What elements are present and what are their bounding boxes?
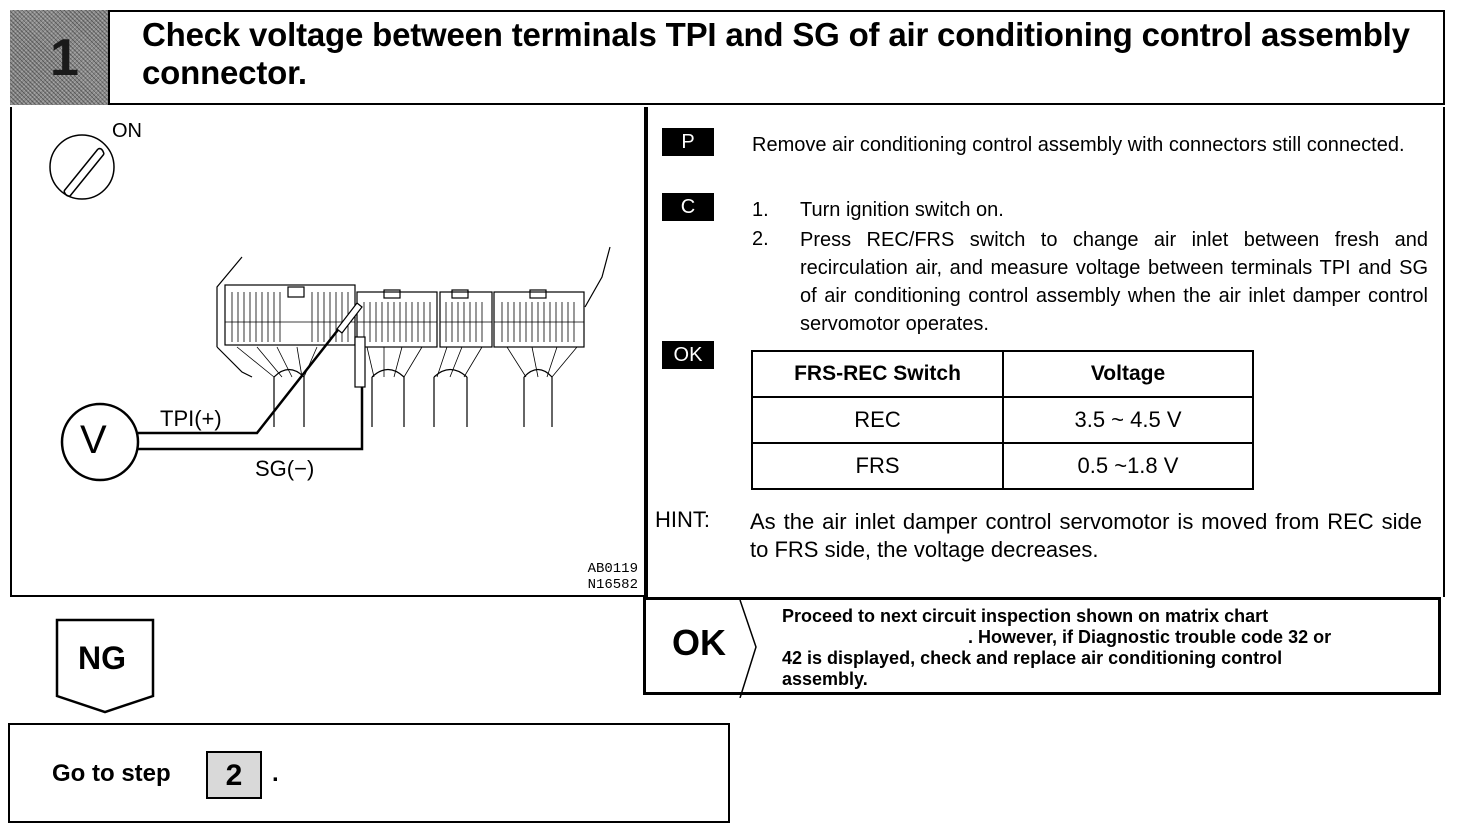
connector-terminals (225, 292, 584, 378)
ok-result-line: Proceed to next circuit inspection shown… (782, 606, 1269, 626)
ok-result-text: Proceed to next circuit inspection shown… (782, 606, 1432, 690)
figure-code: AB0119 N16582 (568, 561, 638, 593)
prep-tag: P (662, 128, 714, 156)
voltmeter-icon (60, 402, 140, 482)
table-cell: 0.5 ~1.8 V (1002, 442, 1254, 490)
voltage-table: FRS-REC Switch Voltage REC 3.5 ~ 4.5 V F… (751, 350, 1254, 490)
table-header-row: FRS-REC Switch Voltage (751, 350, 1254, 398)
probe-leads (138, 311, 364, 451)
goto-step-period: . (272, 760, 279, 787)
goto-step-text: Go to step (52, 760, 171, 787)
check-step-2-text: Press REC/FRS switch to change air inlet… (800, 229, 1428, 335)
table-cell: 3.5 ~ 4.5 V (1002, 396, 1254, 444)
step-number-badge: 1 (10, 10, 110, 105)
ok-result-line: . However, if Diagnostic trouble code 32… (968, 627, 1332, 647)
table-cell: FRS (751, 442, 1004, 490)
ignition-switch-icon (49, 134, 115, 200)
check-step-2-num: 2. (752, 228, 769, 250)
table-row: REC 3.5 ~ 4.5 V (751, 396, 1254, 444)
step-number: 1 (50, 29, 79, 87)
ng-result-label: NG (78, 640, 126, 676)
figure-code-line-2: N16582 (587, 577, 638, 593)
wiring-diagram (49, 134, 611, 482)
table-cell: REC (751, 396, 1004, 444)
procedure-panel (646, 107, 1445, 597)
check-step-1-num: 1. (752, 199, 769, 221)
ok-result-panel (643, 597, 1441, 698)
ok-tag: OK (662, 341, 714, 369)
table-header: FRS-REC Switch (751, 350, 1004, 398)
goto-step-link[interactable]: 2 (206, 751, 262, 799)
illustration-panel (10, 107, 646, 597)
probe-negative-label: SG(−) (255, 456, 315, 481)
table-header: Voltage (1002, 350, 1254, 398)
probe-tips (336, 302, 366, 388)
ok-result-line: assembly. (782, 669, 868, 689)
ok-chevron-icon (739, 600, 757, 698)
table-row: FRS 0.5 ~1.8 V (751, 442, 1254, 490)
voltmeter-label: V (80, 418, 107, 462)
ignition-on-label: ON (112, 120, 142, 142)
prep-text: Remove air conditioning control assembly… (752, 134, 1405, 156)
hint-text: As the air inlet damper control servomot… (750, 509, 1422, 562)
probe-positive-label: TPI(+) (160, 406, 222, 431)
ok-result-label: OK (672, 622, 726, 663)
ng-arrow-icon (55, 618, 155, 714)
check-step-1-text: Turn ignition switch on. (800, 199, 1004, 221)
connector-assembly (216, 246, 611, 427)
hint-label: HINT: (655, 507, 710, 532)
step-title: Check voltage between terminals TPI and … (142, 16, 1410, 91)
figure-code-line-1: AB0119 (587, 561, 638, 577)
goto-step-box (8, 723, 730, 823)
ok-result-line: 42 is displayed, check and replace air c… (782, 648, 1283, 668)
check-tag: C (662, 193, 714, 221)
